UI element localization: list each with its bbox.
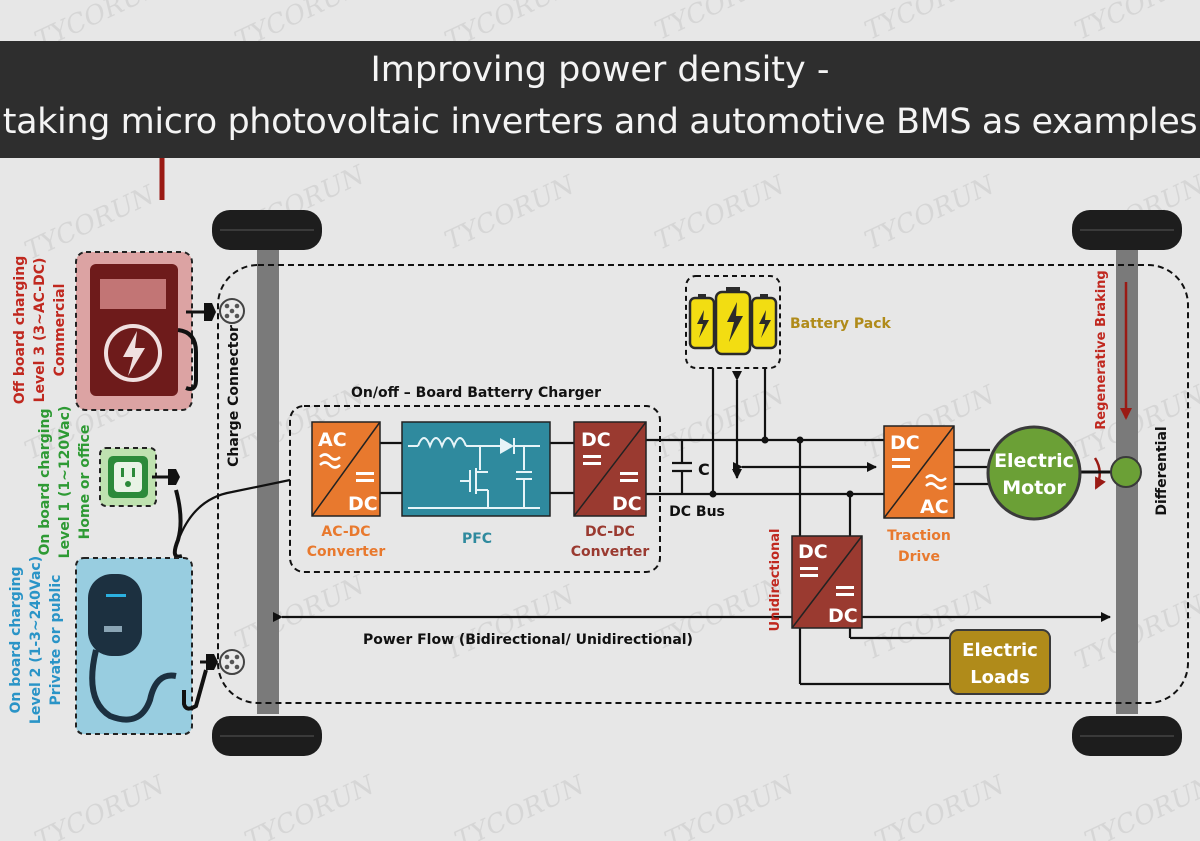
pfc-caption: PFC xyxy=(462,531,492,547)
vehicle-chassis xyxy=(212,210,1182,756)
lightning-icon xyxy=(123,331,145,376)
motor-label-line2: Motor xyxy=(1002,477,1066,499)
level1-label-line1: On board charging xyxy=(37,408,53,555)
charger-group-label: On/off – Board Batterry Charger xyxy=(351,385,601,401)
input-cable xyxy=(178,478,291,537)
level1-label-line2: Level 1 (1~120Vac) xyxy=(57,406,73,559)
inductor-icon xyxy=(417,437,467,449)
diode-icon xyxy=(500,438,514,454)
regen-braking-label: Regenerative Braking xyxy=(1094,270,1109,429)
watermark: TYCORUN xyxy=(230,570,370,657)
level1-label: On board charging Level 1 (1~120Vac) Hom… xyxy=(37,406,93,559)
dcdc-caption1: DC-DC xyxy=(585,524,635,540)
level2-label-line1: On board charging xyxy=(8,566,24,713)
traction-bottom-label: AC xyxy=(920,496,949,518)
watermark: TYCORUN xyxy=(1080,770,1200,841)
traction-caption1: Traction xyxy=(887,528,951,544)
watermark: TYCORUN xyxy=(1070,0,1200,46)
level2-label: On board charging Level 2 (1-3~240Vac) P… xyxy=(8,556,64,724)
flow-arrows xyxy=(273,282,1132,622)
watermark: TYCORUN xyxy=(870,770,1010,841)
dcdc-caption2: Converter xyxy=(571,544,650,560)
acdc-converter: AC DC xyxy=(311,421,381,517)
capacitor-label: C xyxy=(698,460,710,479)
power-flow-label: Power Flow (Bidirectional/ Unidirectiona… xyxy=(363,632,693,648)
connector-level2 xyxy=(200,649,245,675)
level1-label-line3: Home or office xyxy=(77,425,93,540)
unidirectional-label: Unidirectional xyxy=(768,528,783,631)
watermark: TYCORUN xyxy=(30,770,170,841)
level3-label-line2: Level 3 (3~AC-DC) xyxy=(32,258,48,403)
traction-drive: DC AC xyxy=(883,425,955,519)
watermark: TYCORUN xyxy=(660,770,800,841)
aux-dcdc-converter: DC DC xyxy=(791,535,863,629)
watermark: TYCORUN xyxy=(860,170,1000,257)
level2-label-line3: Private or public xyxy=(48,575,64,706)
loads-label-line2: Loads xyxy=(970,667,1030,688)
traction-top-label: DC xyxy=(890,432,920,454)
connector-level3 xyxy=(186,298,245,324)
title-banner: Improving power density - taking micro p… xyxy=(0,41,1200,158)
level2-label-line2: Level 2 (1-3~240Vac) xyxy=(28,556,44,724)
vehicle-body-outline xyxy=(217,264,1189,704)
plug-icon xyxy=(168,469,180,485)
aux-dcdc-bottom-label: DC xyxy=(828,605,858,627)
watermark: TYCORUN xyxy=(860,0,1000,46)
page-title-line2: taking micro photovoltaic inverters and … xyxy=(2,102,1198,142)
watermark: TYCORUN xyxy=(650,170,790,257)
watermark: TYCORUN xyxy=(650,380,790,467)
aux-dcdc-top-label: DC xyxy=(798,541,828,563)
dc-bus-label: DC Bus xyxy=(669,504,725,520)
battery-pack xyxy=(685,275,781,369)
level1-outlet xyxy=(99,447,183,559)
differential-label: Differential xyxy=(1154,426,1170,515)
charge-connector-label: Charge Connector xyxy=(226,325,242,467)
loads-label-line1: Electric xyxy=(962,640,1038,661)
level3-label-line3: Commercial xyxy=(52,284,68,377)
dcdc-top-label: DC xyxy=(581,429,611,451)
acdc-caption1: AC-DC xyxy=(321,524,370,540)
left-axle xyxy=(257,228,279,714)
plug-icon xyxy=(204,303,216,321)
electric-loads: Electric Loads xyxy=(949,629,1051,695)
watermark: TYCORUN xyxy=(650,0,790,46)
level3-label-line1: Off board charging xyxy=(12,256,28,404)
page-title-line1: Improving power density - xyxy=(370,50,830,90)
level3-label: Off board charging Level 3 (3~AC-DC) Com… xyxy=(12,256,68,404)
watermark: TYCORUN xyxy=(440,580,580,667)
electric-motor: Electric Motor xyxy=(986,425,1142,521)
acdc-bottom-label: DC xyxy=(348,493,378,515)
traction-caption2: Drive xyxy=(898,549,940,565)
wallbox-icon xyxy=(88,574,142,656)
differential-icon xyxy=(1110,456,1142,488)
watermark: TYCORUN xyxy=(240,770,380,841)
level2-wallbox xyxy=(75,557,208,735)
battery-pack-label: Battery Pack xyxy=(790,316,892,332)
dcdc-bottom-label: DC xyxy=(612,493,642,515)
pfc-block xyxy=(401,421,551,517)
watermark: TYCORUN xyxy=(450,770,590,841)
battery-icon xyxy=(714,290,752,356)
watermark: TYCORUN xyxy=(440,170,580,257)
charger-group-box xyxy=(289,405,661,573)
acdc-top-label: AC xyxy=(318,429,347,451)
dcdc-converter: DC DC xyxy=(573,421,647,517)
level3-charger xyxy=(75,251,198,411)
acdc-caption2: Converter xyxy=(307,544,386,560)
plug-icon xyxy=(206,654,218,670)
motor-label-line1: Electric xyxy=(994,450,1074,472)
